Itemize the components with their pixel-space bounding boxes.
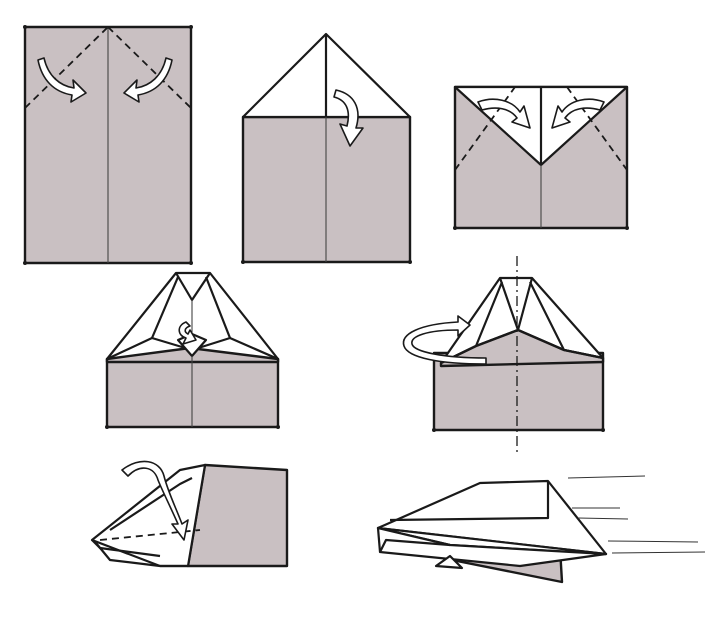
left-curved-arrow-icon <box>477 98 531 129</box>
right-curved-arrow-icon <box>123 57 173 103</box>
step-6-panel <box>90 460 289 568</box>
step-2-panel <box>241 32 412 264</box>
right-curved-arrow-icon <box>551 98 605 129</box>
tuck-flap-arrow-icon <box>178 321 197 345</box>
step-5-panel <box>402 256 605 452</box>
left-curved-arrow-icon <box>37 57 87 103</box>
paper-airplane-flying-icon <box>567 475 706 554</box>
step-7-bottom-wing <box>376 526 608 568</box>
step-7-small-tab <box>434 554 464 570</box>
step-1-left-fold-line <box>24 26 109 109</box>
step-7-panel <box>376 475 706 584</box>
fold-wing-down-arrow-icon <box>121 460 189 541</box>
step-3-panel <box>453 85 629 230</box>
step-6-fold-line <box>99 529 201 541</box>
step-1-right-fold-line <box>107 26 192 109</box>
step-4-panel <box>105 271 280 429</box>
fold-in-half-rotate-arrow-icon <box>402 315 487 365</box>
fold-corners-in-arrows-icon <box>37 57 173 103</box>
step-1-panel <box>23 25 193 265</box>
fold-down-arrow-icon <box>333 89 364 147</box>
fold-corners-in-arrows-icon <box>477 98 605 129</box>
